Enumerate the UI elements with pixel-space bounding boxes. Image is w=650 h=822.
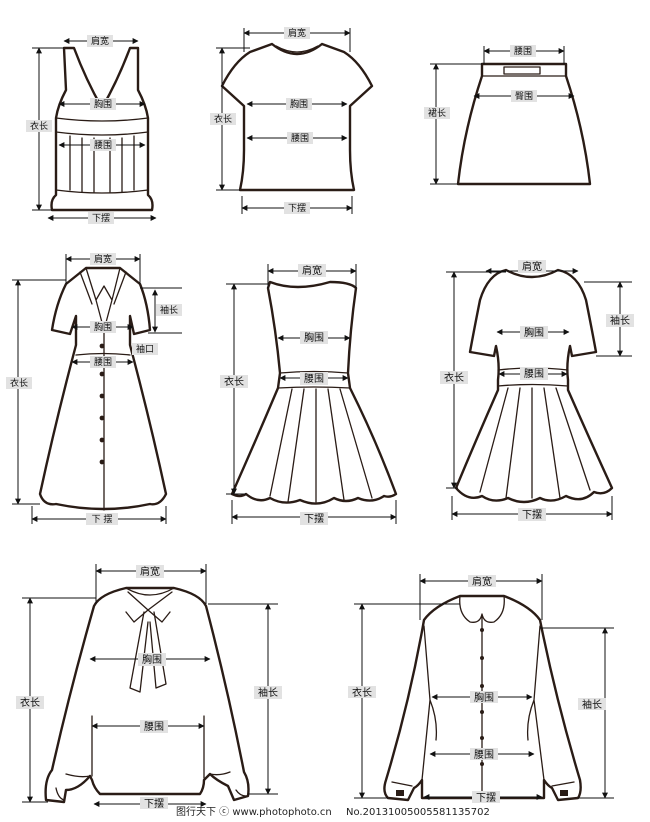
bow-blouse-measurements: 肩宽 胸围 腰围 下摆 衣长 袖长 xyxy=(16,564,282,810)
skirt-hip-label: 臀围 xyxy=(515,91,533,102)
tshirt-chest-label: 胸围 xyxy=(290,98,308,110)
bow-blouse-hem-label: 下摆 xyxy=(144,797,164,810)
watermark-site: 图行天下 ⓒ www.photophoto.cn xyxy=(176,807,332,818)
camisole-measurements: 肩宽 胸围 腰围 下摆 衣长 xyxy=(26,35,157,224)
tshirt-measurements: 肩宽 胸围 腰围 下摆 衣长 xyxy=(210,27,353,214)
sleeveless-dress-measurements: 肩宽 胸围 腰围 下摆 衣长 xyxy=(220,264,397,525)
skirt-drawing xyxy=(456,62,592,186)
sleeveless-dress-drawing xyxy=(230,280,398,505)
collar-shirt-shoulder-label: 肩宽 xyxy=(472,575,492,588)
sleeveless-dress-length-label: 衣长 xyxy=(224,375,244,388)
camisole-length-label: 衣长 xyxy=(30,120,48,132)
puff-dress-length-label: 衣长 xyxy=(444,371,464,384)
collar-shirt-measurements: 肩宽 胸围 腰围 下摆 衣长 袖长 xyxy=(348,574,614,804)
sleeveless-dress-chest-label: 胸围 xyxy=(304,331,324,344)
shirt-dress-drawing xyxy=(38,266,168,511)
sleeveless-dress-waist-label: 腰围 xyxy=(304,373,324,385)
shirt-dress-cuff-label: 袖口 xyxy=(136,343,154,355)
shirt-dress-length-label: 衣长 xyxy=(10,377,28,389)
puff-dress-shoulder-label: 肩宽 xyxy=(522,260,542,273)
tshirt-length-label: 衣长 xyxy=(214,113,232,125)
shirt-dress-measurements: 肩宽 袖长 袖口 胸围 腰围 下 摆 衣长 xyxy=(6,253,182,525)
skirt-measurements: 腰围 臀围 裙长 xyxy=(424,45,575,185)
shirt-dress-sleeve-label: 袖长 xyxy=(160,304,178,316)
tshirt-drawing xyxy=(220,42,374,192)
shirt-dress-shoulder-label: 肩宽 xyxy=(94,253,112,265)
bow-blouse-sleeve-label: 袖长 xyxy=(258,686,278,699)
puff-dress-measurements: 肩宽 袖长 胸围 腰围 下摆 衣长 xyxy=(440,260,634,521)
collar-shirt-hem-label: 下摆 xyxy=(476,791,496,804)
shirt-dress-waist-label: 腰围 xyxy=(94,357,112,368)
camisole-drawing xyxy=(50,46,154,212)
camisole-waist-label: 腰围 xyxy=(94,140,112,151)
tshirt-waist-label: 腰围 xyxy=(291,133,309,144)
watermark-id: No.20131005005581135702 xyxy=(346,807,490,818)
sleeveless-dress-hem-label: 下摆 xyxy=(304,512,324,525)
tshirt-hem-label: 下摆 xyxy=(288,202,306,214)
collar-shirt-length-label: 衣长 xyxy=(352,686,372,699)
bow-blouse-chest-label: 胸围 xyxy=(142,653,162,666)
camisole-chest-label: 胸围 xyxy=(94,98,112,110)
shirt-dress-hem-label: 下 摆 xyxy=(92,513,113,525)
puff-dress-chest-label: 胸围 xyxy=(524,326,544,339)
shirt-dress-chest-label: 胸围 xyxy=(94,321,112,333)
camisole-shoulder-label: 肩宽 xyxy=(91,35,109,47)
collar-shirt-chest-label: 胸围 xyxy=(474,691,494,704)
sleeveless-dress-shoulder-label: 肩宽 xyxy=(302,264,322,277)
collar-shirt-waist-label: 腰围 xyxy=(474,749,494,761)
skirt-waist-label: 腰围 xyxy=(514,46,532,57)
bow-blouse-shoulder-label: 肩宽 xyxy=(140,565,160,578)
puff-dress-hem-label: 下摆 xyxy=(522,508,542,521)
bow-blouse-length-label: 衣长 xyxy=(20,696,40,709)
puff-dress-sleeve-label: 袖长 xyxy=(610,314,630,327)
skirt-length-label: 裙长 xyxy=(428,107,446,119)
bow-blouse-waist-label: 腰围 xyxy=(144,721,164,733)
puff-dress-drawing xyxy=(454,268,614,504)
collar-shirt-sleeve-label: 袖长 xyxy=(582,698,602,711)
tshirt-shoulder-label: 肩宽 xyxy=(288,27,306,39)
bow-blouse-drawing xyxy=(44,586,250,804)
camisole-hem-label: 下摆 xyxy=(92,212,110,224)
puff-dress-waist-label: 腰围 xyxy=(524,368,544,380)
